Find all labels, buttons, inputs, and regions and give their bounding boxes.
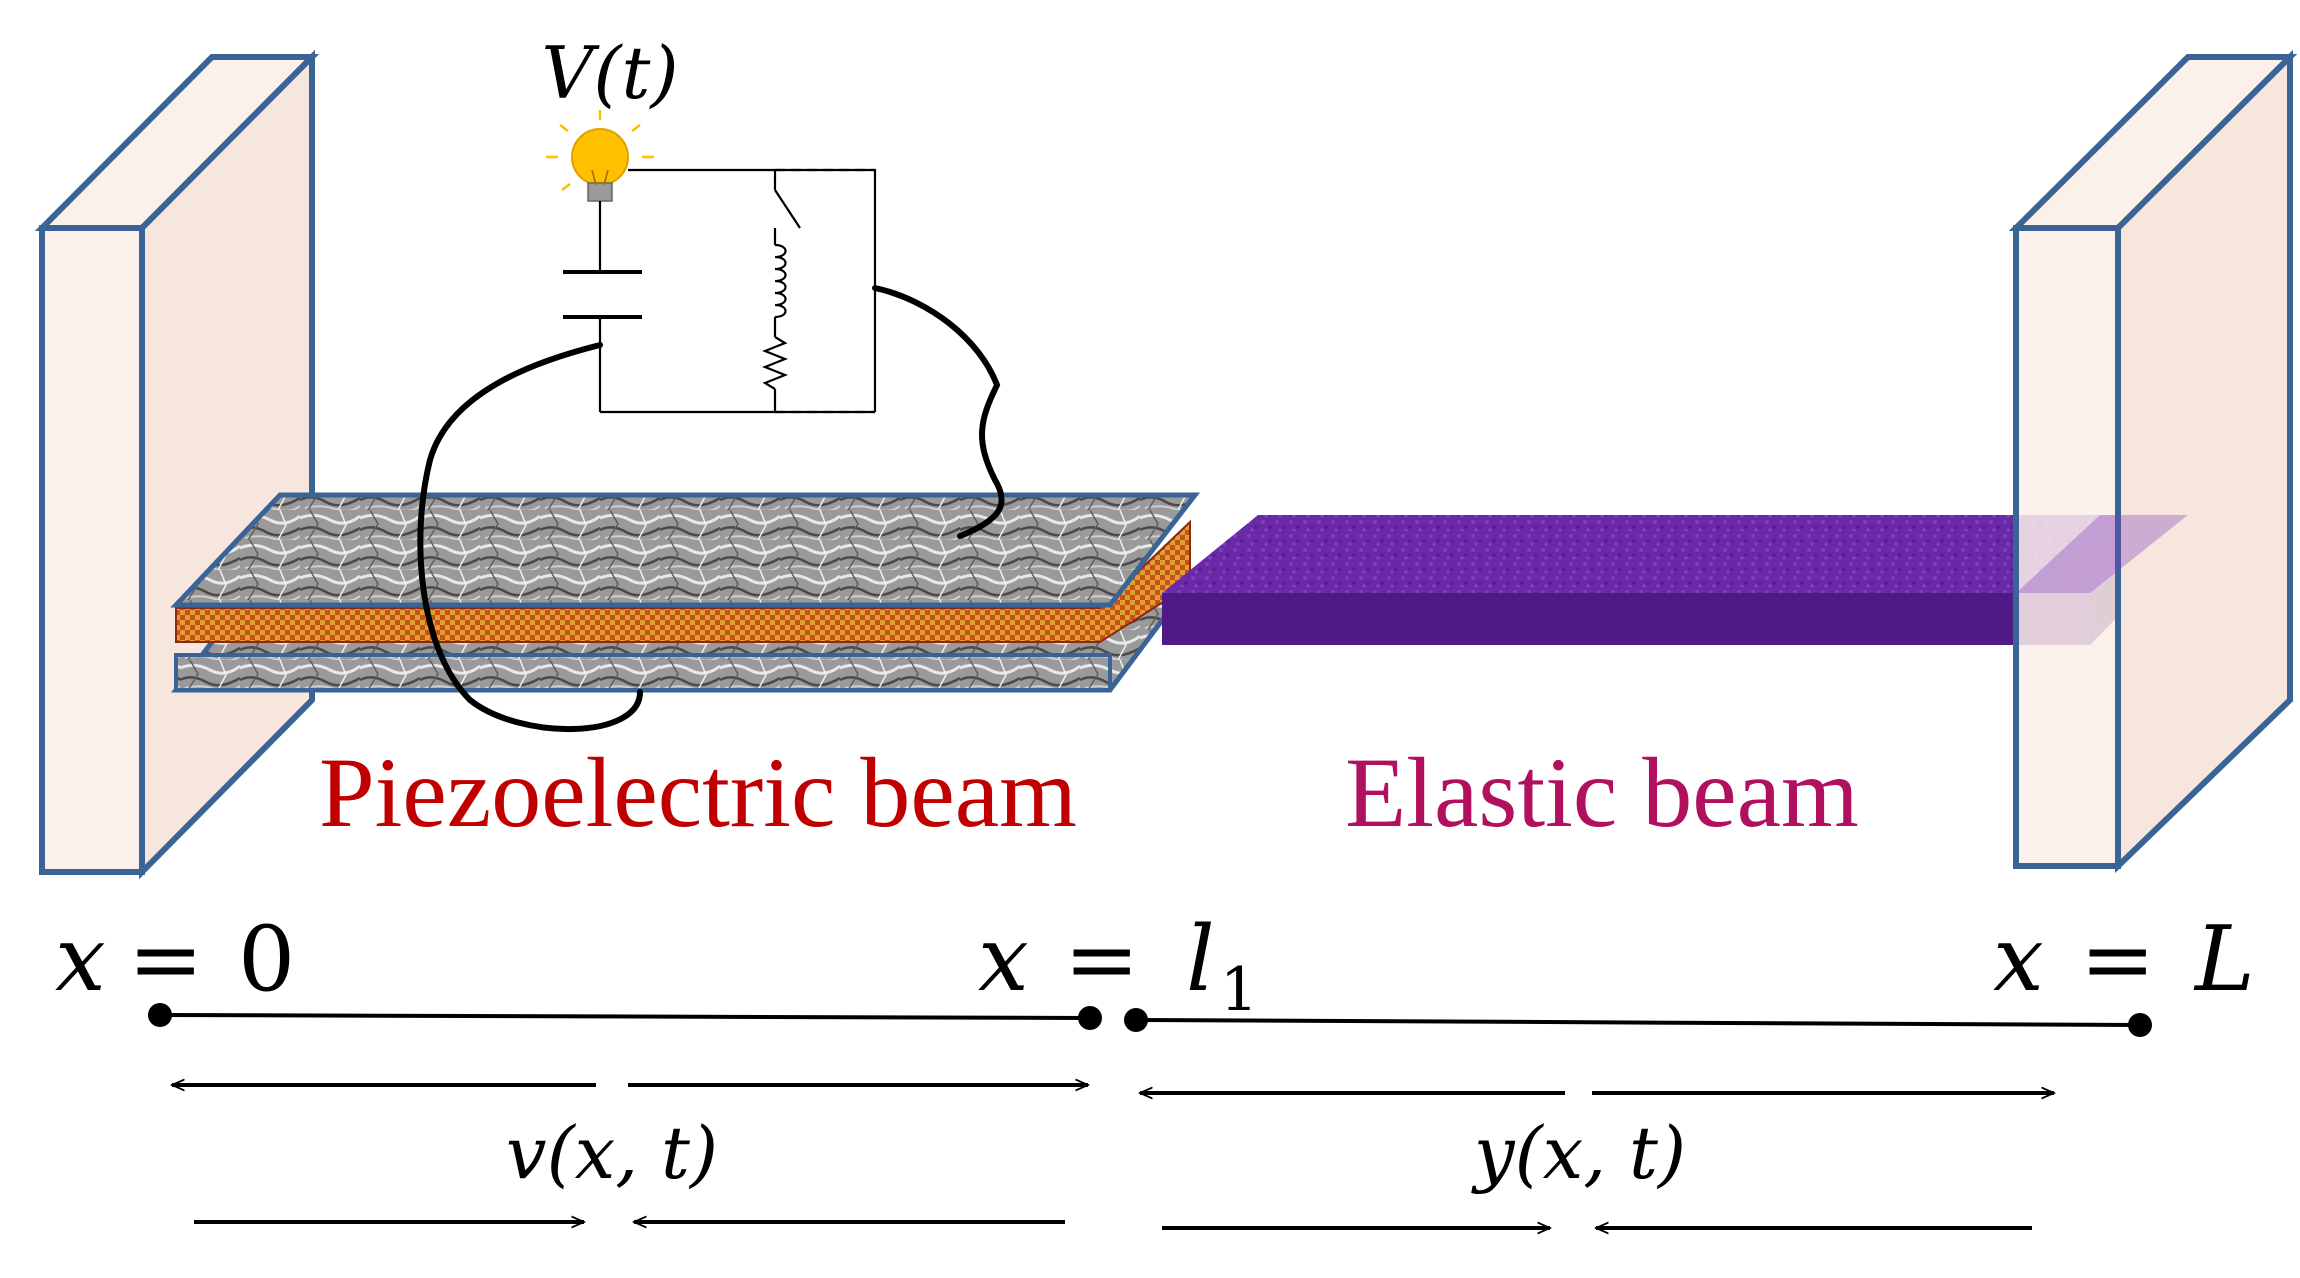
elastic-beam-label: Elastic beam <box>1345 737 1859 848</box>
elastic-beam-front <box>1162 593 2090 645</box>
bottom-electrode <box>174 653 1112 692</box>
joint-eq: = <box>1064 907 1139 1012</box>
light-bulb-icon <box>546 110 654 202</box>
span-lines <box>148 1003 2152 1037</box>
displacement-y-label: y(x, t) <box>1471 1111 1686 1195</box>
resistor <box>762 336 788 390</box>
left-wall-front <box>39 225 145 875</box>
piezoelectric-beam <box>170 492 1201 693</box>
lead-wire-right <box>872 285 1005 539</box>
elastic-beam-top <box>1162 515 2188 593</box>
start-eq: = <box>128 907 203 1012</box>
piezo-span-line <box>159 1013 1091 1020</box>
dot-joint-left <box>1078 1006 1102 1030</box>
circuit <box>546 110 877 414</box>
elastic-span-line <box>1135 1018 2141 1027</box>
arrows <box>172 1085 2054 1228</box>
piezoelectric-beam-label: Piezoelectric beam <box>319 737 1077 848</box>
end-eq: = <box>2080 907 2155 1012</box>
displacement-v-label: v(x, t) <box>506 1111 718 1195</box>
lead-wire-left <box>417 342 643 732</box>
position-joint: x = l 1 <box>978 907 1258 1025</box>
end-val: L <box>2193 907 2255 1012</box>
dot-start <box>148 1003 172 1027</box>
joint-val: l <box>1186 907 1215 1012</box>
switch <box>774 189 801 229</box>
dot-joint-right <box>1124 1008 1148 1032</box>
joint-var: x <box>978 907 1029 1012</box>
source-label: V(t) <box>541 31 678 115</box>
position-end: x = L <box>1993 907 2255 1012</box>
right-wall-front <box>2013 225 2121 869</box>
end-var: x <box>1993 907 2044 1012</box>
left-wall <box>34 49 320 880</box>
dot-end <box>2128 1013 2152 1037</box>
inductor <box>774 243 787 319</box>
position-start: x = 0 <box>55 907 295 1012</box>
joint-sub: 1 <box>1220 955 1258 1025</box>
lead-wires <box>417 285 1005 732</box>
top-electrode <box>170 492 1201 608</box>
start-val: 0 <box>238 907 295 1012</box>
right-wall <box>2008 49 2298 874</box>
start-var: x <box>55 907 106 1012</box>
